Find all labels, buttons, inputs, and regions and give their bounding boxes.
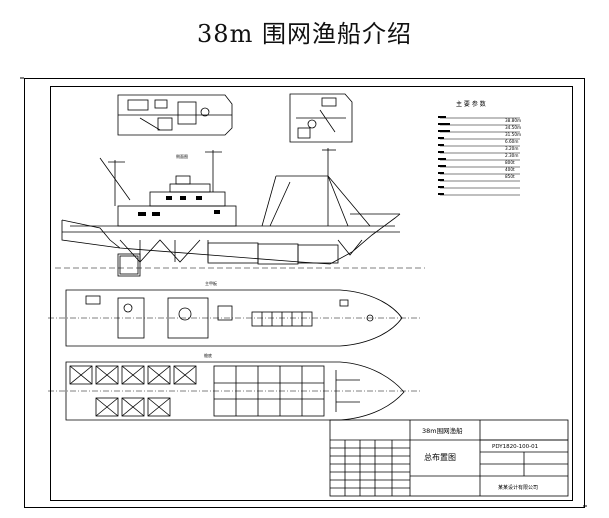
main-deck-plan	[48, 289, 420, 347]
spec-value: 31.50m	[505, 132, 521, 137]
spec-value: 38.80m	[505, 118, 521, 123]
spec-value: 400t	[505, 167, 515, 172]
spec-value: 800t	[505, 160, 515, 165]
hold-plan	[48, 361, 420, 421]
hold-label: 舱底	[204, 352, 212, 358]
title-block	[329, 419, 569, 497]
drawing-inner-border	[50, 86, 573, 501]
project-name: 38m围网渔船	[422, 426, 463, 435]
wheelhouse-plan	[289, 93, 353, 143]
page-title: 38m 围网渔船介绍	[197, 20, 412, 48]
spec-values: 38.80m 34.50m 31.50m 6.60m 3.20m 2.30m 8…	[505, 118, 521, 179]
spec-value: 850t	[505, 174, 515, 179]
drawing-name: 总布置图	[424, 452, 456, 462]
bridge-roof-plan	[117, 94, 233, 136]
spec-value: 34.50m	[505, 125, 521, 130]
spec-value: 3.20m	[505, 146, 518, 151]
ship-profile	[55, 148, 425, 269]
spec-value: 6.60m	[505, 139, 518, 144]
spec-table	[440, 117, 520, 196]
deck-label: 主甲板	[205, 280, 217, 286]
spec-value: 2.30m	[505, 153, 518, 158]
company-name: 某某设计有限公司	[498, 484, 538, 491]
spec-table-title: 主 要 参 数	[456, 100, 486, 108]
drawing-outer-border	[24, 78, 585, 508]
drawing-number: PDY1820-100-01	[492, 444, 538, 450]
profile-label: 侧面图	[176, 153, 188, 159]
